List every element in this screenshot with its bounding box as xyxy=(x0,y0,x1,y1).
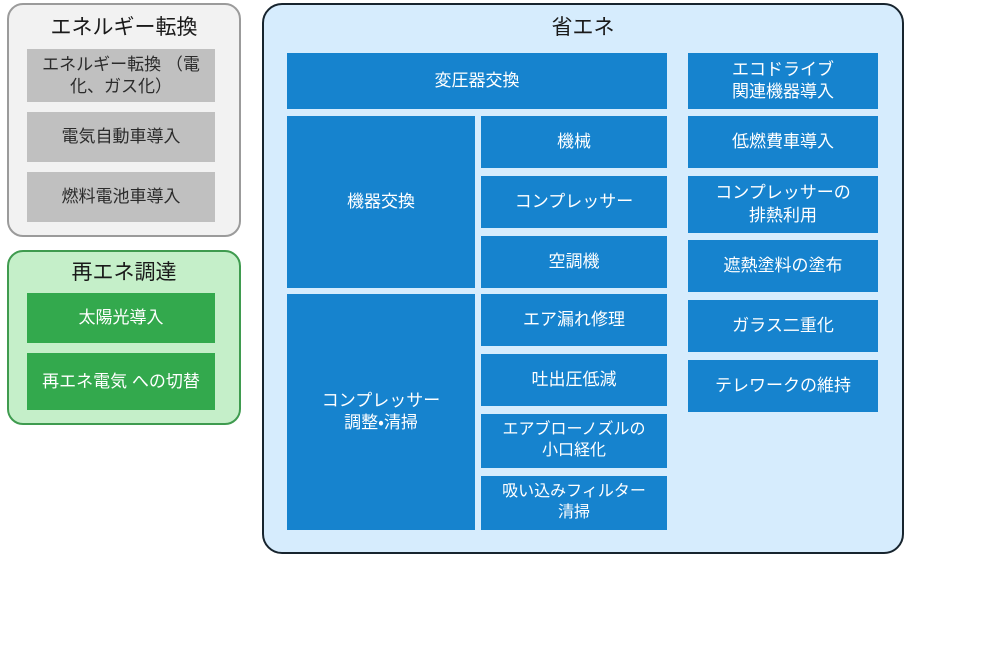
energy-saving-category-equipment-replacement[interactable]: 機器交換 xyxy=(287,116,475,288)
energy-saving-item-eco-drive-equipment[interactable]: エコドライブ 関連機器導入 xyxy=(688,53,878,109)
energy-conversion-item-fcv[interactable]: 燃料電池車導入 xyxy=(27,172,215,222)
panel-energy-conversion: エネルギー転換 エネルギー転換 （電化、ガス化） 電気自動車導入 燃料電池車導入 xyxy=(7,3,241,237)
energy-saving-item-telework-continuation[interactable]: テレワークの維持 xyxy=(688,360,878,412)
panel-energy-saving-title: 省エネ xyxy=(551,16,615,39)
renewable-item-solar[interactable]: 太陽光導入 xyxy=(27,293,215,343)
energy-saving-subitem-air-conditioner[interactable]: 空調機 xyxy=(481,236,667,288)
energy-saving-subitem-air-leak-repair[interactable]: エア漏れ修理 xyxy=(481,294,667,346)
energy-conversion-item-electrification[interactable]: エネルギー転換 （電化、ガス化） xyxy=(27,49,215,102)
energy-saving-subitem-machinery[interactable]: 機械 xyxy=(481,116,667,168)
energy-saving-item-fuel-efficient-vehicles[interactable]: 低燃費車導入 xyxy=(688,116,878,168)
energy-saving-subitem-air-blow-nozzle-downsizing[interactable]: エアブローノズルの 小口経化 xyxy=(481,414,667,468)
renewable-item-green-power-switch[interactable]: 再エネ電気 への切替 xyxy=(27,353,215,410)
panel-renewable-procurement: 再エネ調達 太陽光導入 再エネ電気 への切替 xyxy=(7,250,241,425)
energy-saving-category-compressor-tuning-cleaning[interactable]: コンプレッサー 調整・清掃 xyxy=(287,294,475,530)
energy-saving-item-transformer-replacement[interactable]: 変圧器交換 xyxy=(287,53,667,109)
energy-saving-item-heat-shield-paint[interactable]: 遮熱塗料の塗布 xyxy=(688,240,878,292)
energy-saving-item-compressor-waste-heat-use[interactable]: コンプレッサーの 排熱利用 xyxy=(688,176,878,233)
energy-saving-subitem-suction-filter-cleaning[interactable]: 吸い込みフィルター 清掃 xyxy=(481,476,667,530)
panel-energy-conversion-title: エネルギー転換 xyxy=(50,16,198,39)
panel-renewable-procurement-title: 再エネ調達 xyxy=(71,261,177,284)
panel-energy-saving: 省エネ 変圧器交換 機器交換 機械 コンプレッサー 空調機 コンプレッサー 調整… xyxy=(262,3,904,554)
energy-saving-subitem-compressor[interactable]: コンプレッサー xyxy=(481,176,667,228)
energy-saving-subitem-discharge-pressure-reduction[interactable]: 吐出圧低減 xyxy=(481,354,667,406)
energy-saving-item-double-glazing[interactable]: ガラス二重化 xyxy=(688,300,878,352)
energy-conversion-item-ev[interactable]: 電気自動車導入 xyxy=(27,112,215,162)
